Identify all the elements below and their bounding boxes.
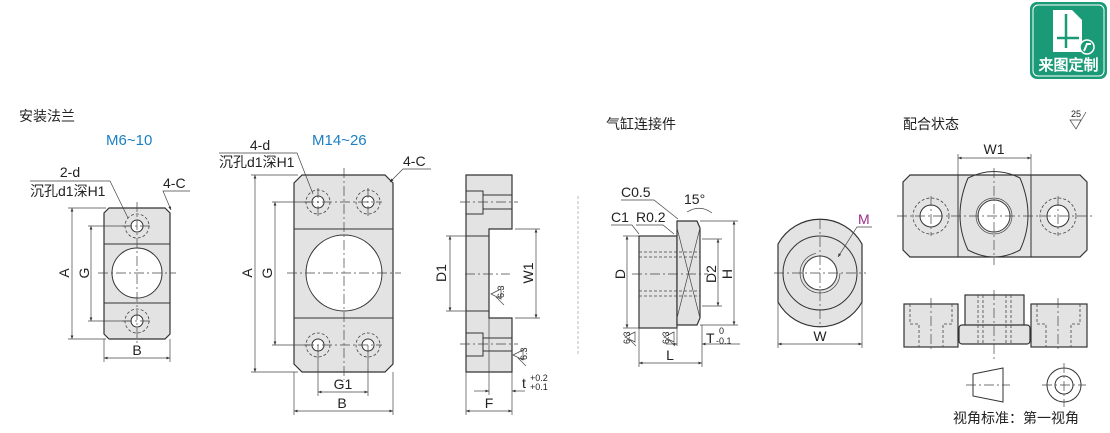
dim-a-label: A — [56, 268, 72, 278]
dim-t-label: t — [522, 375, 526, 391]
dim-h-label: H — [719, 269, 735, 279]
dim-b-label: B — [337, 395, 346, 411]
dim-b-label: B — [132, 342, 141, 358]
dim-d1-label: D1 — [433, 264, 449, 282]
connector-side-view: D D2 H L T 0 -0.1 6.3 6.3 C0.5 C1 R0.2 1… — [611, 184, 740, 367]
chamfer-c1-label: C1 — [611, 209, 629, 225]
tol-t-lower: +0.1 — [530, 382, 548, 392]
connector-section-title: 气缸连接件 — [606, 116, 676, 132]
dim-t-label: T — [706, 330, 715, 346]
flange-small-view: M6~10 A G B 2-d 沉孔d1深H1 4-C — [30, 132, 190, 362]
custom-drawing-badge[interactable]: 来图定制 — [1030, 2, 1107, 79]
thread-label: M — [858, 211, 870, 227]
flange-section-title: 安装法兰 — [19, 108, 75, 124]
view-standard-label: 视角标准：第一视角 — [953, 410, 1079, 426]
angle-label: 15° — [684, 191, 705, 207]
chamfer-label: 4-C — [163, 175, 186, 191]
tol-t-lower: -0.1 — [716, 336, 732, 346]
connector-front-view: W M — [774, 211, 872, 348]
chamfer-label: 4-C — [403, 153, 426, 169]
dim-w1-label: W1 — [984, 141, 1005, 157]
roughness-label: 6.3 — [496, 285, 506, 298]
tol-t-upper: +0.2 — [530, 373, 548, 383]
dim-f-label: F — [485, 395, 494, 411]
chamfer-c05-label: C0.5 — [621, 184, 651, 200]
general-roughness-label: 25 — [1071, 109, 1081, 119]
roughness-label: 6.3 — [622, 331, 632, 344]
dim-g-label: G — [259, 268, 275, 279]
assembly-section-title: 配合状态 — [903, 116, 959, 132]
variant-m14-26: M14~26 — [312, 132, 367, 149]
hole-count-label: 4-d — [250, 137, 270, 153]
assembly-top-view: 25 W1 — [897, 109, 1092, 265]
radius-label: R0.2 — [636, 209, 666, 225]
dim-a-label: A — [239, 268, 255, 278]
dim-d-label: D — [612, 269, 628, 279]
dim-l-label: L — [666, 347, 674, 363]
roughness-label: 6.3 — [661, 331, 671, 344]
dim-w-label: W — [813, 328, 827, 344]
first-angle-projection-symbol: 视角标准：第一视角 — [953, 363, 1086, 426]
hole-count-label: 2-d — [60, 164, 80, 180]
counterbore-label: 沉孔d1深H1 — [219, 154, 295, 170]
variant-m6-10: M6~10 — [106, 132, 152, 149]
counterbore-label: 沉孔d1深H1 — [30, 183, 106, 199]
flange-large-view: M14~26 A G G1 B 4-d 沉孔d1深H1 4-C — [219, 132, 431, 415]
roughness-label: 6.3 — [519, 347, 529, 360]
dim-g1-label: G1 — [334, 376, 353, 392]
badge-label: 来图定制 — [1037, 56, 1098, 74]
dim-g-label: G — [76, 268, 92, 279]
tol-t-upper: 0 — [719, 326, 724, 336]
dim-w1-label: W1 — [520, 262, 536, 283]
dim-d2-label: D2 — [703, 265, 719, 283]
document-icon — [1053, 10, 1095, 55]
flange-side-view: D1 W1 6.3 6.3 F t +0.2 +0.1 — [433, 174, 548, 415]
assembly-front-view — [903, 290, 1088, 360]
